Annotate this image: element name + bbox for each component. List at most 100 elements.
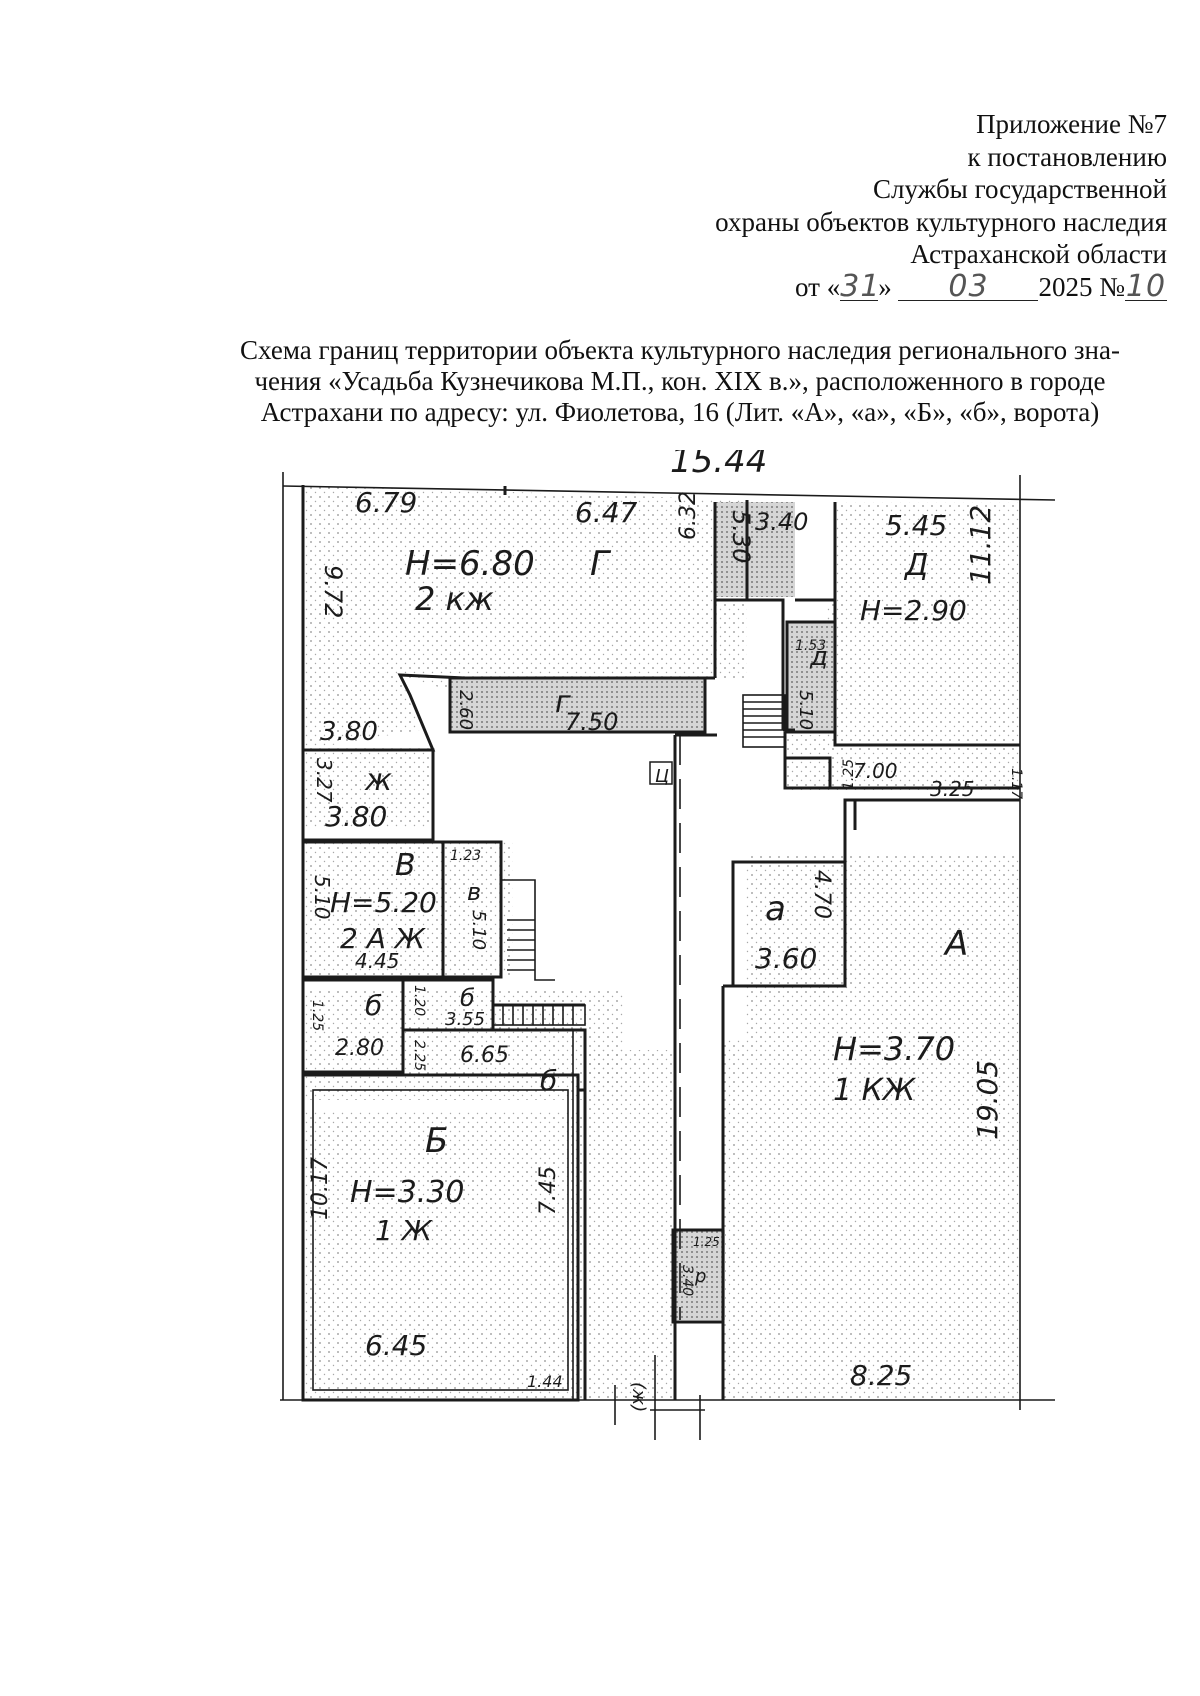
floors-label: 2 А Ж (340, 922, 427, 955)
dim-label: 2.80 (335, 1036, 384, 1061)
building-letter: Б (425, 1121, 448, 1161)
height-label: Н=6.80 (405, 544, 535, 584)
header-line: Астраханской области (910, 239, 1167, 269)
dim-label: 3.27 (312, 758, 336, 803)
dim-label: 11.12 (964, 505, 997, 585)
building-letter: Г (590, 544, 612, 584)
building-b3-fill (585, 1050, 675, 1400)
title-line: чения «Усадьба Кузнечикова М.П., кон. XI… (254, 366, 1106, 396)
document-header: Приложение №7 к постановлению Службы гос… (607, 108, 1167, 303)
dim-label: 3.25 (930, 777, 975, 801)
date-month-handwritten: 03 (948, 268, 989, 304)
dim-label: 1.20 (411, 985, 427, 1016)
height-label: Н=2.90 (860, 594, 967, 627)
building-letter: Д (903, 548, 928, 583)
symbol-box (649, 761, 673, 785)
dim-label: 3.80 (320, 717, 378, 747)
doc-number-handwritten: 10 (1125, 268, 1167, 304)
dim-label: 3.40 (679, 1265, 695, 1296)
dim-label: 3.40 (755, 508, 808, 536)
decree-date-line: от «31» 03 2025 №10 (607, 271, 1167, 304)
dim-label: 6.65 (460, 1043, 509, 1068)
dim-label: 5.30 (727, 510, 755, 563)
room-p-fill (675, 1230, 725, 1320)
dim-label: 4.70 (809, 870, 834, 919)
dim-label: 3.60 (755, 942, 817, 975)
building-letter: В (395, 848, 416, 883)
building-e-fill (787, 622, 835, 732)
building-b-fill (303, 1110, 583, 1400)
dim-label: 1.23 (450, 848, 481, 864)
floors-label: 1 Ж (375, 1214, 434, 1247)
shaded-areas (303, 485, 1020, 1400)
room-letter: в (467, 878, 481, 906)
building-g-fill (303, 485, 747, 750)
room-letter: б (365, 989, 382, 1022)
corridor-fill (715, 502, 795, 597)
building-letter: а (765, 889, 786, 929)
date-prefix: от « (795, 271, 841, 302)
title-line: Астрахани по адресу: ул. Фиолетова, 16 (… (260, 397, 1100, 427)
room-letter: р (694, 1266, 706, 1287)
dim-label: 6.45 (365, 1329, 427, 1362)
dim-label: 1.44 (527, 1372, 563, 1391)
room-letter: д (809, 642, 828, 672)
dim-label: 5.10 (795, 690, 816, 730)
room-r-fill (450, 677, 705, 732)
room-letter: б (460, 984, 475, 1012)
dim-label: 1.53 (795, 638, 826, 654)
dim-label: 1.25 (309, 1000, 325, 1031)
dim-label: 19.05 (971, 1060, 1004, 1140)
site-plan-drawing: 15.44 6.79 6.47 Н=6.80 Г 2 кж 9.72 6.32 … (280, 441, 1056, 1445)
header-line: охраны объектов культурного наследия (715, 206, 1167, 237)
small-b-fill (303, 990, 623, 1100)
header-line: к постановлению (967, 141, 1167, 172)
top-width-label: 15.44 (670, 450, 767, 481)
room-letter: б (540, 1064, 557, 1097)
dim-label: 4.45 (355, 949, 400, 973)
dim-label: 5.10 (468, 910, 489, 950)
dim-label: 1.25 (841, 759, 857, 790)
dim-label: 7.45 (536, 1166, 561, 1215)
site-plan: 15.44 6.79 6.47 Н=6.80 Г 2 кж 9.72 6.32 … (255, 441, 1155, 1445)
floors-label: 1 КЖ (833, 1073, 917, 1108)
dim-label: 8.25 (850, 1359, 912, 1392)
building-v-fill (303, 840, 513, 975)
dim-label: 3.80 (325, 800, 387, 833)
dim-label: 7.50 (565, 708, 618, 736)
dim-label: 5.45 (885, 509, 947, 542)
dim-label: 2.25 (411, 1040, 427, 1071)
header-line: Службы государственной (873, 174, 1167, 204)
dim-label: 6.79 (355, 486, 417, 519)
dim-label: 5.10 (310, 875, 334, 920)
room-zh-fill (303, 748, 433, 828)
scheme-title: Схема границ территории объекта культурн… (220, 335, 1140, 428)
walls (280, 472, 1056, 1445)
dim-label: 10.17 (308, 1157, 333, 1220)
header-line: Приложение №7 (976, 109, 1167, 139)
dim-label: 7.00 (853, 759, 898, 783)
height-label: Н=5.20 (330, 886, 437, 919)
building-a-fill (723, 855, 1020, 1400)
height-label: Н=3.30 (350, 1175, 465, 1210)
dim-label: 9.72 (319, 565, 347, 618)
dim-label: 3.55 (445, 1009, 485, 1030)
gate-mark: (ж) (628, 1382, 649, 1412)
date-day-handwritten: 31 (840, 268, 881, 304)
title-line: Схема границ территории объекта культурн… (240, 335, 1120, 365)
building-letter: А (943, 924, 968, 964)
room-letter: г (555, 685, 571, 720)
dim-label: 6.32 (676, 491, 701, 540)
dim-label: 1.17 (1008, 768, 1024, 799)
floors-label: 2 кж (415, 580, 494, 618)
date-close: » (878, 271, 892, 302)
symbol-mark: Ц (655, 766, 669, 787)
date-year: 2025 № (1038, 271, 1125, 302)
plan-labels: 15.44 6.79 6.47 Н=6.80 Г 2 кж 9.72 6.32 … (308, 441, 1024, 1412)
height-label: Н=3.70 (833, 1030, 955, 1068)
building-d-fill (785, 502, 1020, 790)
room-letter: ж (364, 763, 392, 798)
dim-label: 2.60 (455, 690, 476, 730)
dim-label: 6.47 (575, 496, 638, 529)
dim-label: 1.25 (693, 1235, 720, 1249)
